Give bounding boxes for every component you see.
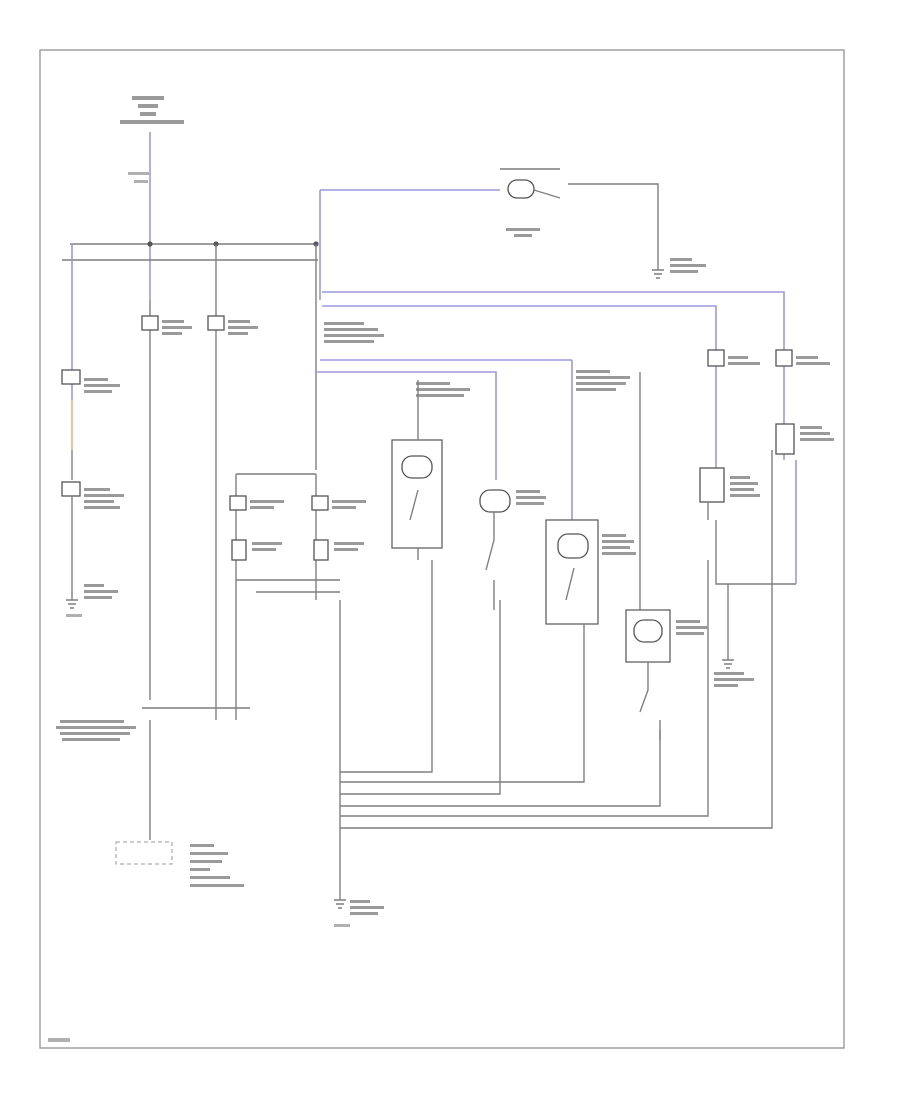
door-lamp-bulb-3 <box>557 533 589 559</box>
door-lamp-label-3 <box>576 370 630 391</box>
return-wire-6 <box>340 450 773 829</box>
return-wire-5 <box>340 560 709 817</box>
courtesy-lamp-label <box>250 500 366 509</box>
left-map-lamp <box>141 315 159 331</box>
vanity-return-wire <box>707 502 796 585</box>
diagram-frame <box>39 49 845 1049</box>
trunk-lamp-label <box>84 378 120 393</box>
left-map-lamp-label <box>162 320 192 335</box>
illumination-lamp <box>507 179 535 199</box>
door-lamp-bulb-2 <box>479 489 511 513</box>
ground-label <box>84 584 118 599</box>
lighting-module-box <box>115 841 173 865</box>
center-ground-symbol <box>334 899 346 909</box>
door-switch-contacts-3 <box>565 567 585 640</box>
door-switch-contacts-4 <box>639 662 661 740</box>
vanity-ground-label <box>714 672 754 687</box>
left-vanity-lamp-label <box>728 356 760 365</box>
left-front-door-lamp-switch <box>391 439 443 549</box>
center-ground-label <box>350 900 384 915</box>
trunk-switch-label <box>84 488 124 509</box>
blue-rail-1 <box>322 291 785 460</box>
right-door-switch <box>313 539 329 561</box>
vanity-ground-symbol <box>722 659 734 669</box>
right-front-door-lamp-switch <box>545 519 599 625</box>
door-lamp-2-label <box>516 490 546 505</box>
ground-symbol <box>66 599 78 609</box>
door-lamp-4-label <box>676 620 708 635</box>
door-lamp-bulb-1 <box>401 455 433 479</box>
left-courtesy-lamp <box>229 495 247 511</box>
left-vanity-switch <box>699 467 725 503</box>
door-switch-label <box>252 542 364 551</box>
module-label <box>56 720 136 741</box>
door-lamp-label-1 <box>324 322 384 343</box>
trunk-switch <box>61 481 81 497</box>
door-switch-contacts-1 <box>409 380 419 560</box>
courtesy-branch-wires <box>235 474 317 600</box>
right-vanity-switch-label <box>800 426 834 441</box>
right-courtesy-lamp <box>311 495 329 511</box>
right-map-lamp-label <box>228 320 258 335</box>
footer-code-mark <box>48 1038 70 1042</box>
right-map-lamp <box>207 315 225 331</box>
top-right-ground-label <box>670 258 706 273</box>
left-vanity-switch-label <box>730 476 760 497</box>
right-vanity-switch <box>775 423 795 455</box>
trunk-lamp <box>61 369 81 385</box>
lighting-module-label <box>190 844 244 887</box>
blue-rail-2 <box>322 305 717 470</box>
right-vanity-lamp <box>775 349 793 367</box>
door-switch-contacts-2 <box>485 512 495 610</box>
right-vanity-lamp-label <box>796 356 830 365</box>
left-vanity-lamp <box>707 349 725 367</box>
fuse-box-label <box>120 96 184 124</box>
top-lamp-label <box>500 168 560 237</box>
top-right-ground <box>652 269 664 279</box>
return-wire-2 <box>340 640 585 783</box>
door-lamp-bulb-4 <box>633 619 663 643</box>
return-wire-4 <box>340 730 661 807</box>
return-wire-1 <box>340 560 433 773</box>
splice-dot <box>147 241 153 247</box>
door-lamp-3-label <box>602 534 636 555</box>
return-wire-3 <box>340 600 501 795</box>
left-door-switch <box>231 539 247 561</box>
door-switch-drop <box>215 600 237 720</box>
ground-code <box>66 614 82 617</box>
center-ground-code <box>334 924 350 927</box>
blue-rail-4 <box>316 371 497 480</box>
wire-code-label <box>128 172 150 183</box>
door-lamp-label-2 <box>416 382 470 397</box>
top-switch-wire <box>533 183 659 270</box>
